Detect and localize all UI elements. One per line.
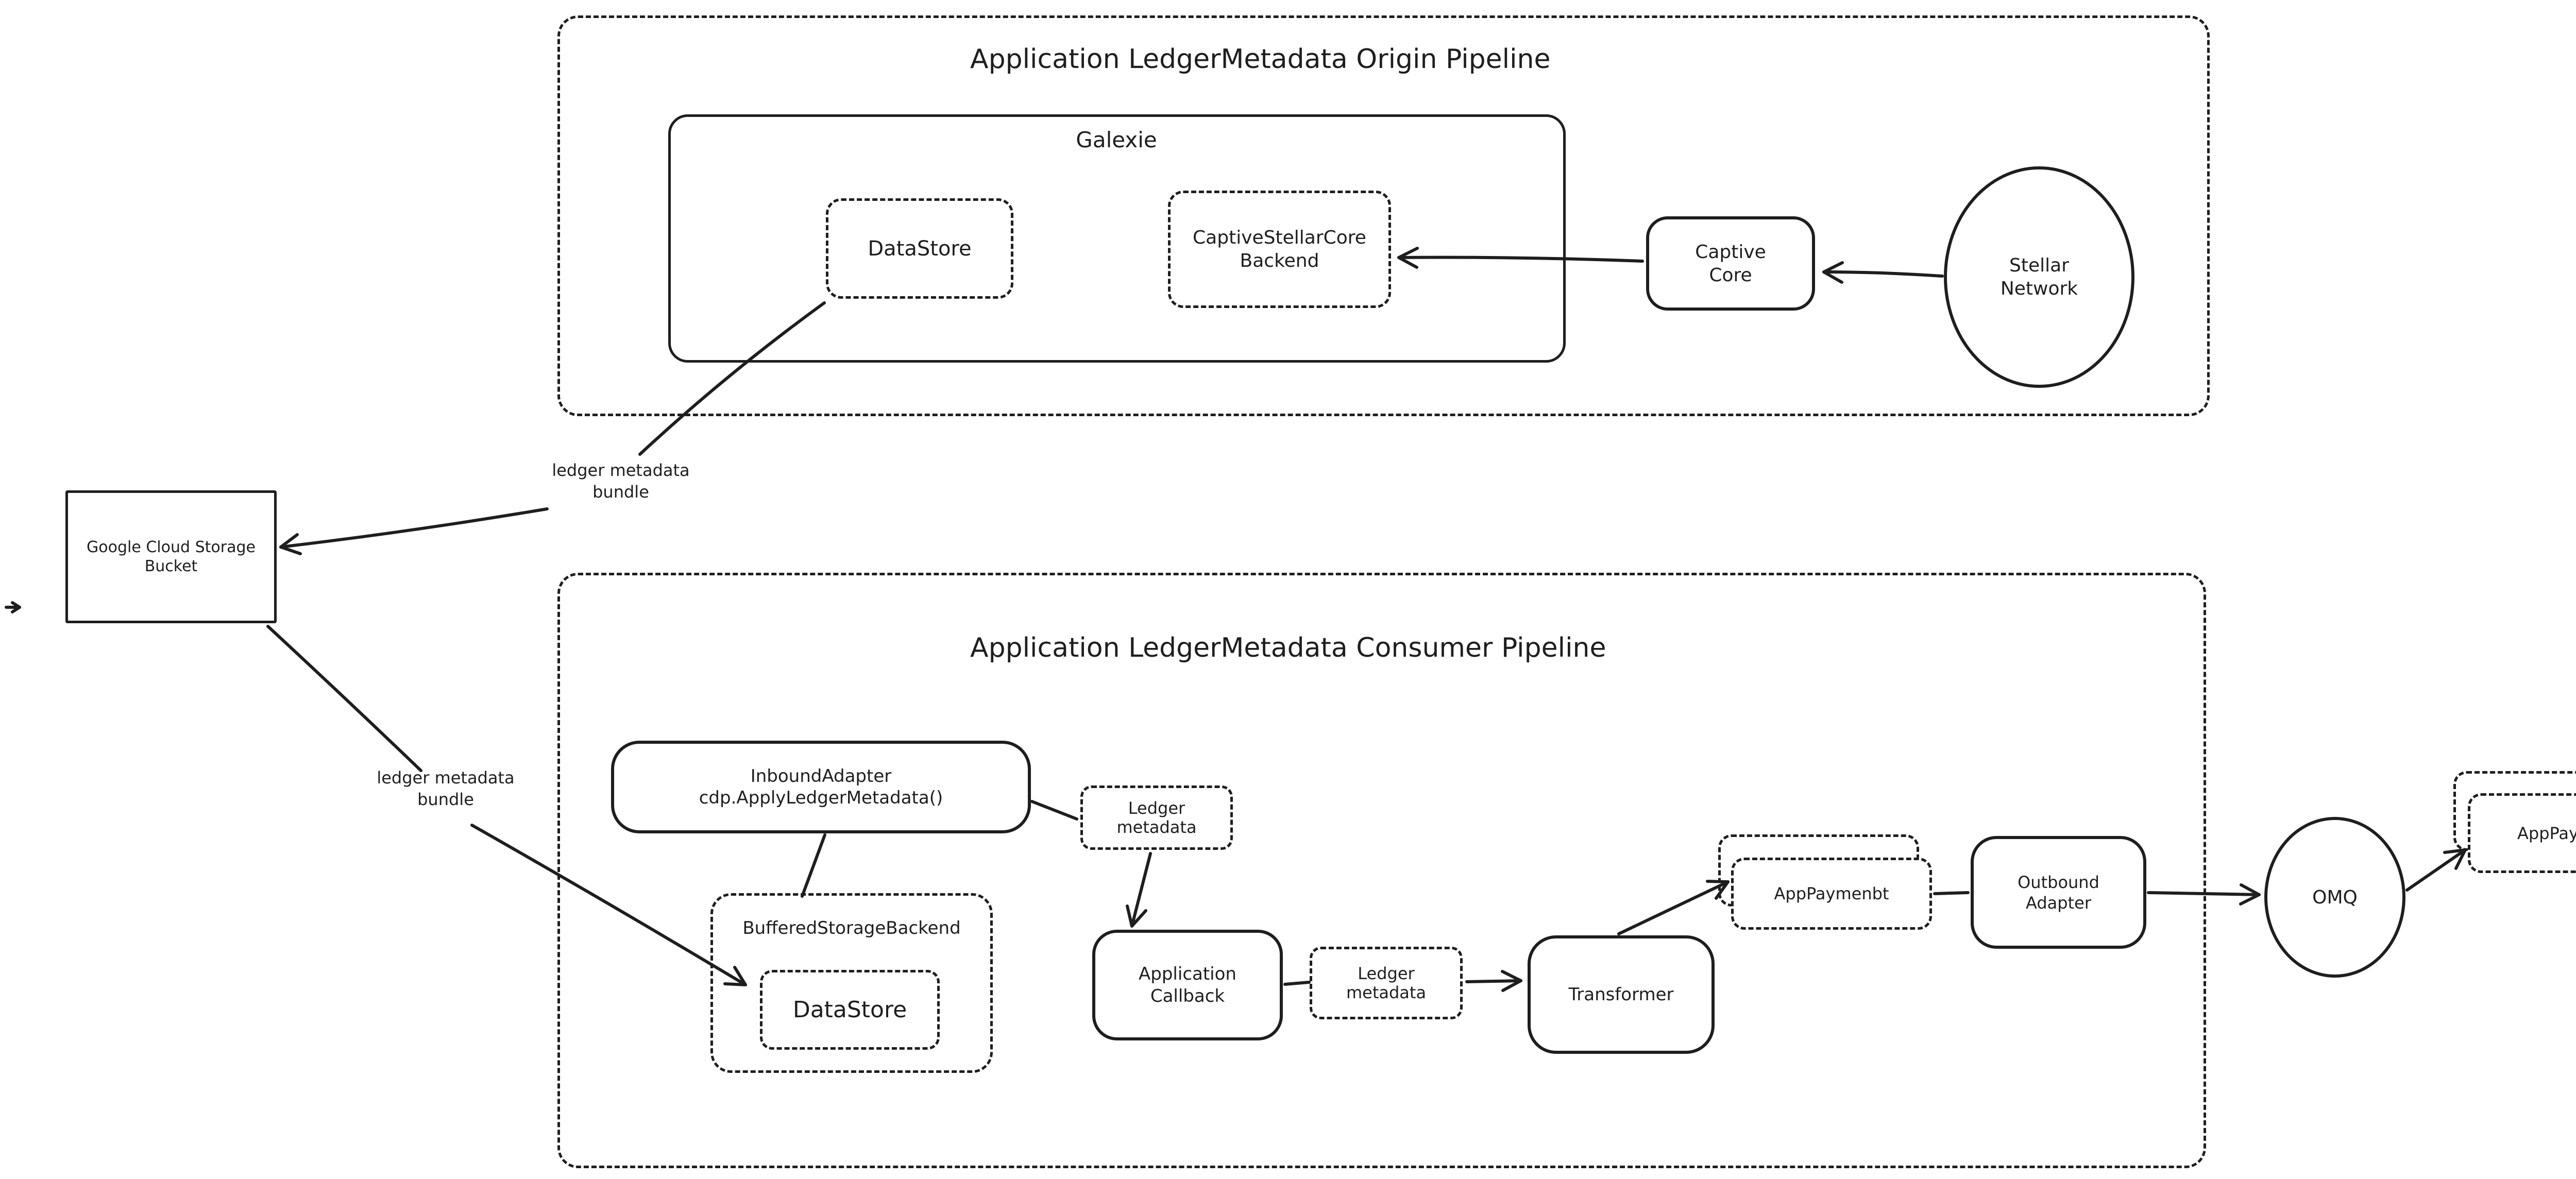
application-callback-label: Application Callback bbox=[1139, 964, 1236, 1006]
galexie-title: Galexie bbox=[1076, 127, 1157, 152]
ledger-metadata-out: Ledger metadata bbox=[1310, 947, 1463, 1019]
galexie-container bbox=[668, 114, 1566, 363]
buffered-storage-backend-label: BufferedStorageBackend bbox=[742, 918, 961, 938]
app-paymenbt-external: AppPaymenbt bbox=[2468, 793, 2576, 873]
captive-stellar-core-backend-label: CaptiveStellarCore Backend bbox=[1193, 227, 1366, 271]
origin-pipeline-title: Application LedgerMetadata Origin Pipeli… bbox=[970, 44, 1551, 75]
transformer-label: Transformer bbox=[1568, 984, 1674, 1005]
transformer: Transformer bbox=[1528, 935, 1715, 1054]
arrow-omq-to-app-paymenbt-external bbox=[2405, 848, 2467, 892]
captive-core: Captive Core bbox=[1646, 216, 1815, 311]
line-gcs-bucket-to-consumer-bundle-label bbox=[266, 625, 422, 772]
google-cloud-storage-bucket-label: Google Cloud Storage Bucket bbox=[87, 538, 256, 576]
consumer-bundle-edge-label: ledger metadata bundle bbox=[377, 768, 515, 809]
google-cloud-storage-bucket: Google Cloud Storage Bucket bbox=[65, 490, 277, 623]
omq-label: OMQ bbox=[2312, 886, 2358, 908]
outbound-adapter: Outbound Adapter bbox=[1971, 836, 2146, 949]
inbound-adapter-label: InboundAdapter cdp.ApplyLedgerMetadata() bbox=[699, 765, 943, 809]
stray-small-arrow bbox=[5, 601, 21, 613]
ledger-metadata-in-label: Ledger metadata bbox=[1116, 798, 1197, 837]
stellar-network-label: Stellar Network bbox=[2000, 255, 2078, 299]
origin-bundle-edge-label: ledger metadata bundle bbox=[552, 460, 690, 502]
app-paymenbt-label: AppPaymenbt bbox=[1774, 884, 1889, 903]
inbound-adapter: InboundAdapter cdp.ApplyLedgerMetadata() bbox=[611, 741, 1031, 833]
stellar-network: Stellar Network bbox=[1944, 166, 2134, 388]
captive-stellar-core-backend: CaptiveStellarCore Backend bbox=[1168, 191, 1391, 308]
captive-core-label: Captive Core bbox=[1695, 241, 1766, 286]
consumer-pipeline-title: Application LedgerMetadata Consumer Pipe… bbox=[970, 633, 1606, 663]
consumer-datastore-label: DataStore bbox=[792, 997, 907, 1023]
application-callback: Application Callback bbox=[1092, 930, 1283, 1040]
app-paymenbt-external-label: AppPaymenbt bbox=[2517, 823, 2576, 843]
origin-datastore-label: DataStore bbox=[868, 236, 972, 261]
ledger-metadata-out-label: Ledger metadata bbox=[1346, 963, 1427, 1002]
outbound-adapter-label: Outbound Adapter bbox=[2018, 872, 2099, 913]
origin-pipeline-boundary bbox=[557, 15, 2210, 416]
ledger-metadata-in: Ledger metadata bbox=[1080, 785, 1233, 850]
origin-datastore: DataStore bbox=[826, 198, 1013, 299]
consumer-datastore: DataStore bbox=[760, 970, 940, 1050]
omq: OMQ bbox=[2264, 817, 2405, 978]
arrow-bundle-label-to-gcs-bucket bbox=[279, 507, 549, 555]
app-paymenbt: AppPaymenbt bbox=[1731, 858, 1932, 930]
